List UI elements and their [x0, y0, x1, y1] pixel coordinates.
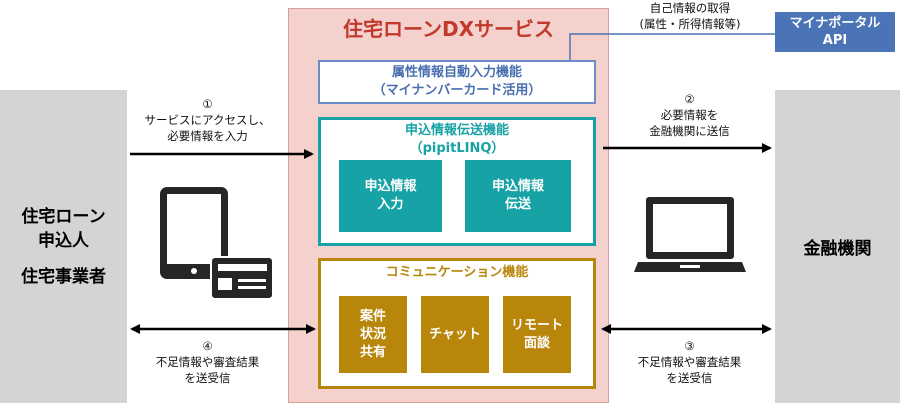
step-3-line-1: 不足情報や審査結果 — [637, 355, 742, 369]
remote-meeting-tile: リモート 面談 — [503, 296, 571, 373]
applicant-line-1: 住宅ローン — [21, 206, 106, 227]
application-input-tile: 申込情報 入力 — [339, 160, 442, 232]
step-3-number: ③ — [684, 339, 695, 353]
application-input-tile-line-2: 入力 — [377, 197, 404, 212]
transmission-box-title: 申込情報伝送機能 — [404, 123, 509, 138]
attribute-auto-input-box: 属性情報自動入力機能 （マイナンバーカード活用） — [318, 60, 596, 104]
applicant-line-2: 申込人 — [38, 230, 89, 251]
api-box-line-2: API — [822, 33, 848, 48]
step-2-number: ② — [684, 92, 695, 106]
financial-institution-label: 金融機関 — [803, 239, 872, 259]
application-transmit-tile: 申込情報 伝送 — [465, 160, 571, 232]
case-status-tile-line-2: 状況 — [359, 326, 386, 342]
step-2-line-2: 金融機関に送信 — [649, 124, 730, 138]
id-card-icon — [210, 256, 274, 300]
step-2-line-1: 必要情報を — [660, 108, 719, 122]
communication-box-title: コミュニケーション機能 — [385, 265, 529, 280]
laptop-icon — [634, 197, 746, 272]
step-4-line-2: を送受信 — [184, 371, 231, 385]
case-status-tile-line-1: 案件 — [359, 308, 386, 324]
chat-tile: チャット — [421, 296, 489, 373]
case-status-sharing-tile: 案件 状況 共有 — [339, 296, 407, 373]
step-1-label: ① サービスにアクセスし、 必要情報を入力 — [130, 96, 285, 144]
transmission-box-subtitle: （pipitLINQ） — [409, 141, 505, 156]
step-1-line-2: 必要情報を入力 — [167, 129, 248, 143]
service-title: 住宅ローンDXサービス — [342, 16, 555, 41]
api-note: 自己情報の取得 (属性・所得情報等) — [615, 0, 765, 32]
applicant-line-3: 住宅事業者 — [21, 266, 106, 287]
case-status-tile-line-3: 共有 — [359, 344, 386, 360]
attribute-box-subtitle: （マイナンバーカード活用） — [372, 83, 542, 98]
chat-tile-label: チャット — [429, 326, 481, 342]
applicant-panel: 住宅ローン 申込人 住宅事業者 — [0, 90, 127, 403]
step-4-label: ④ 不足情報や審査結果 を送受信 — [130, 338, 285, 386]
step-1-line-1: サービスにアクセスし、 — [144, 113, 271, 127]
tablet-icon — [160, 187, 228, 279]
step-3-line-2: を送受信 — [666, 371, 713, 385]
remote-meeting-tile-line-1: リモート — [510, 317, 563, 333]
step-2-label: ② 必要情報を 金融機関に送信 — [612, 91, 767, 139]
application-transmit-tile-line-2: 伝送 — [504, 197, 531, 212]
step-3-label: ③ 不足情報や審査結果 を送受信 — [612, 338, 767, 386]
attribute-box-title: 属性情報自動入力機能 — [391, 65, 522, 80]
application-transmit-tile-line-1: 申込情報 — [491, 179, 544, 194]
step-1-number: ① — [202, 97, 213, 111]
api-note-line-2: (属性・所得情報等) — [639, 17, 741, 31]
financial-institution-panel: 金融機関 — [775, 90, 900, 403]
api-note-line-1: 自己情報の取得 — [649, 1, 731, 15]
step-4-line-1: 不足情報や審査結果 — [155, 355, 260, 369]
mynaportal-api-box: マイナポータル API — [775, 12, 895, 52]
application-input-tile-line-1: 申込情報 — [364, 179, 417, 194]
api-connector-line — [569, 33, 775, 60]
remote-meeting-tile-line-2: 面談 — [523, 335, 550, 351]
step-4-number: ④ — [202, 339, 213, 353]
api-box-line-1: マイナポータル — [789, 16, 881, 31]
